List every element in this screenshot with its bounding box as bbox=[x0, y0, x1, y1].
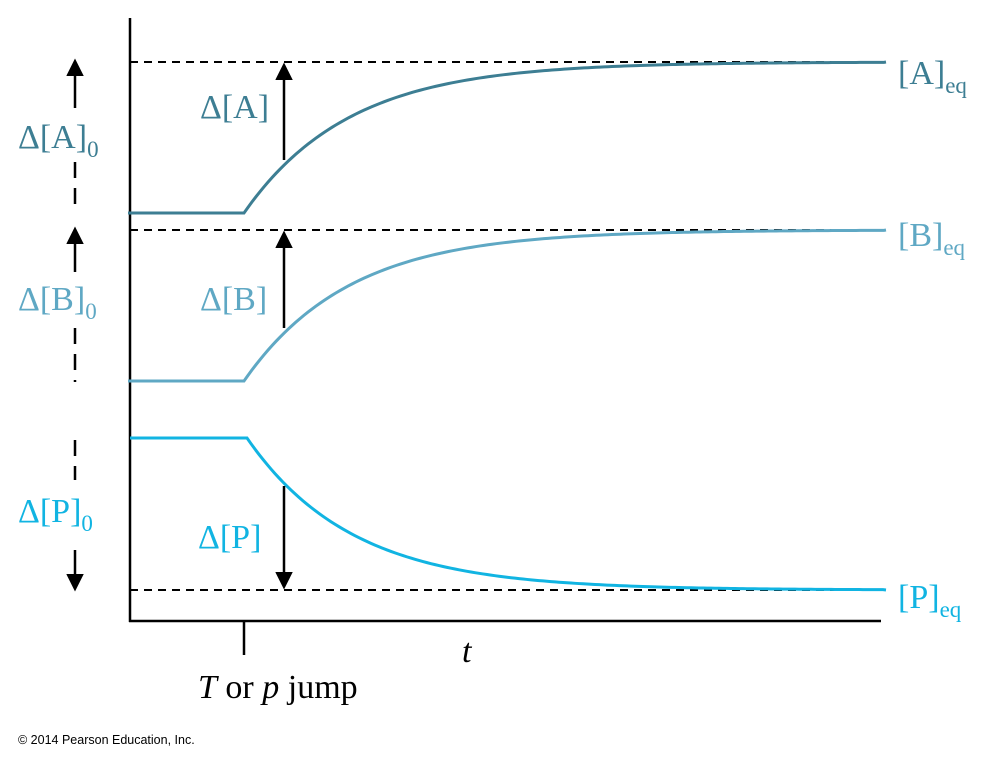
p-eq-main: [P] bbox=[898, 579, 940, 616]
jump-T: T bbox=[198, 669, 219, 706]
delta-a0-label: Δ[A]0 bbox=[18, 119, 99, 162]
b-eq-sub: eq bbox=[943, 235, 965, 260]
t-axis-label: t bbox=[462, 633, 473, 670]
a-eq-main: [A] bbox=[898, 55, 945, 92]
delta-b-label: Δ[B] bbox=[200, 281, 267, 318]
curve-b bbox=[128, 228, 887, 383]
jump-rest: jump bbox=[279, 669, 357, 706]
delta-p-label: Δ[P] bbox=[198, 519, 261, 556]
delta-a-label: Δ[A] bbox=[200, 89, 269, 126]
delta-a0-sub: 0 bbox=[87, 137, 99, 162]
a-eq-label: [A]eq bbox=[898, 55, 967, 98]
b-eq-main: [B] bbox=[898, 217, 943, 254]
b-eq-label: [B]eq bbox=[898, 217, 966, 260]
delta-p0-main: Δ[P] bbox=[18, 493, 81, 530]
delta-p0-label: Δ[P]0 bbox=[18, 493, 93, 536]
delta-b0-main: Δ[B] bbox=[18, 281, 85, 318]
delta-a0-main: Δ[A] bbox=[18, 119, 87, 156]
p-eq-label: [P]eq bbox=[898, 579, 962, 622]
p-eq-sub: eq bbox=[940, 597, 962, 622]
delta-b0-sub: 0 bbox=[85, 299, 97, 324]
jump-p: p bbox=[260, 669, 279, 706]
jump-or: or bbox=[217, 669, 262, 706]
curve-a bbox=[128, 60, 887, 215]
a-eq-sub: eq bbox=[945, 73, 967, 98]
curve-p bbox=[130, 436, 887, 592]
copyright-notice: © 2014 Pearson Education, Inc. bbox=[18, 733, 195, 747]
delta-b0-label: Δ[B]0 bbox=[18, 281, 97, 324]
delta-p0-sub: 0 bbox=[81, 511, 93, 536]
jump-label: T or p jump bbox=[198, 669, 358, 706]
